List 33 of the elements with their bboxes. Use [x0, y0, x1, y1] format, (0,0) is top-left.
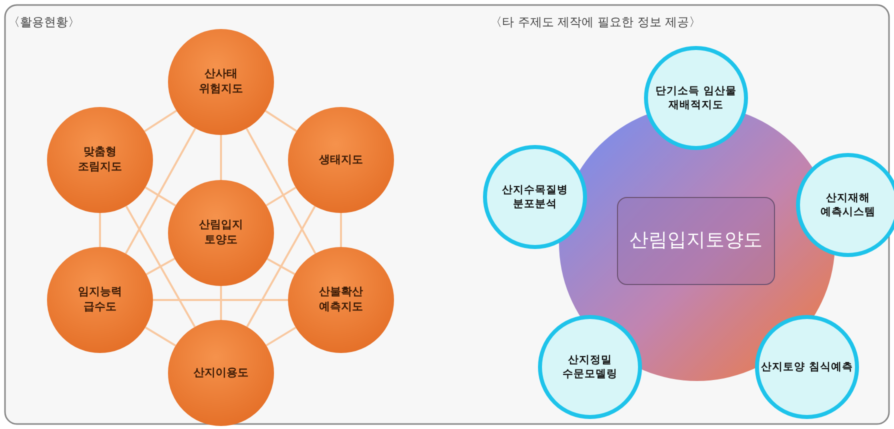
connector-line: [220, 286, 222, 320]
node-label: 산지이용도: [192, 366, 250, 380]
connector-line: [144, 326, 176, 346]
node-label: 단기소득 임산물 재배적지도: [654, 84, 738, 112]
node-label: 임지능력 급수도: [77, 285, 123, 315]
node-label: 생태지도: [318, 152, 364, 168]
connector-line: [266, 258, 296, 276]
connector-line: [220, 135, 222, 180]
node-label: 산지정밀 수문모델링: [562, 352, 618, 382]
node-label: 산림입지 토양도: [198, 218, 244, 248]
connector-line: [264, 110, 298, 132]
node-label: 산지수목질병 분포분석: [501, 182, 569, 212]
node-label: 맞춤형 조림지도: [77, 145, 123, 175]
title-box: [617, 197, 775, 285]
connector-line: [125, 206, 196, 328]
connector-line: [266, 186, 296, 206]
node-label: 산림입지토양도: [630, 228, 762, 254]
section-heading: 〈타 주제도 제작에 필요한 정보 제공〉: [490, 14, 702, 31]
connector-line: [266, 326, 296, 346]
node-label: 산사태 위험지도: [198, 67, 244, 97]
connector-line: [340, 213, 342, 247]
connector-line: [99, 213, 101, 247]
node-label: 산지토양 침식예측: [761, 360, 853, 374]
connector-line: [146, 258, 176, 276]
node-label: 산불확산 예측지도: [318, 285, 364, 315]
connector-line: [144, 110, 177, 132]
section-heading: 〈활용현황〉: [8, 14, 80, 31]
connector-line: [124, 128, 196, 254]
node-label: 산지재해 예측시스템: [820, 190, 876, 220]
connector-line: [144, 186, 176, 206]
connector-line: [246, 206, 316, 328]
connector-line: [153, 299, 288, 301]
connector-line: [246, 128, 316, 254]
